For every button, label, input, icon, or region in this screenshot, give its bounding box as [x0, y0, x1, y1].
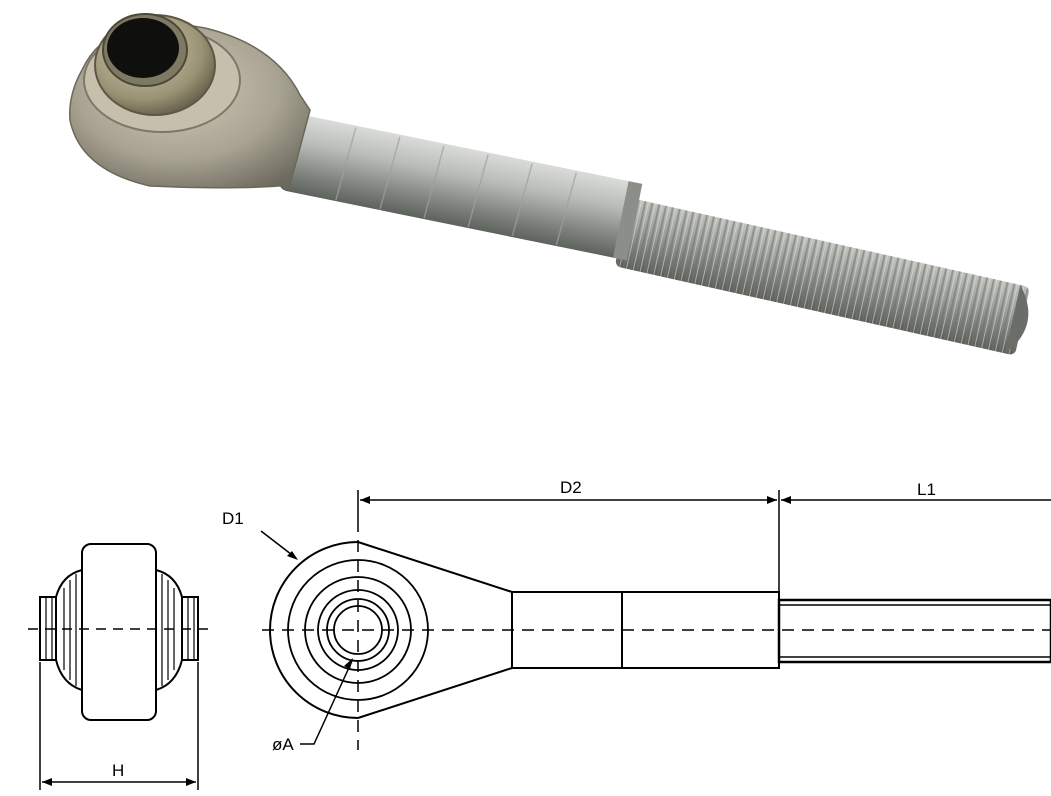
label-l1: L1	[917, 480, 936, 499]
top-view	[260, 490, 1051, 750]
threaded-rod	[615, 198, 1029, 355]
label-h: H	[112, 761, 124, 780]
shank	[278, 114, 643, 261]
label-d2: D2	[560, 478, 582, 497]
bore-hole	[107, 18, 179, 78]
technical-drawing	[28, 490, 1051, 790]
label-bore-diameter: øA	[272, 735, 294, 754]
side-view	[28, 543, 210, 790]
product-photo	[69, 13, 1029, 355]
label-d1: D1	[222, 509, 244, 528]
